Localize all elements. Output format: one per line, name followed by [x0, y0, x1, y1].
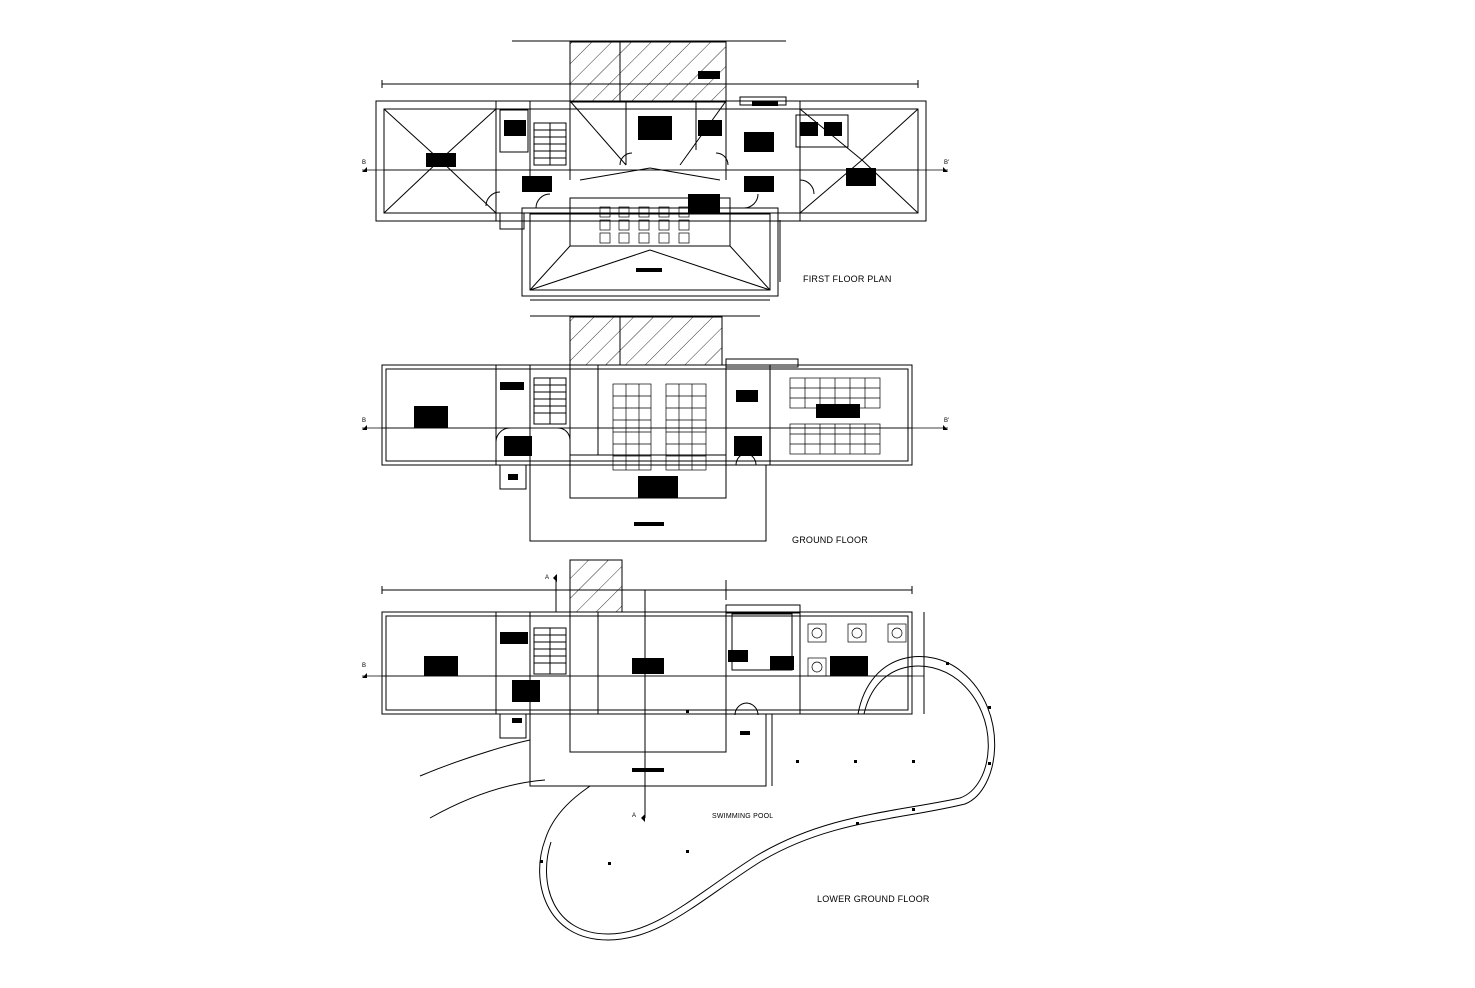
first-floor-plan [375, 40, 927, 301]
ground-floor-plan [381, 315, 913, 542]
section-lines [362, 169, 948, 677]
first-floor-hall [521, 207, 779, 297]
lower-ground-floor-label: LOWER GROUND FLOOR [817, 894, 930, 904]
swimming-pool-label: SWIMMING POOL [712, 813, 774, 820]
furniture-blocks [414, 71, 876, 772]
section-arrows [362, 167, 948, 822]
section-mark-start: B [362, 663, 367, 669]
stair-shaft-hatch [569, 559, 623, 613]
section-mark-end: B' [944, 418, 950, 424]
first-floor-plan-label: FIRST FLOOR PLAN [803, 274, 892, 284]
seating-grids [599, 206, 907, 677]
lower-ground-floor-plan [381, 559, 996, 941]
section-mark-end: B' [944, 160, 950, 166]
section-mark-start: B [362, 418, 367, 424]
section-mark-a: A [632, 813, 637, 819]
section-mark-a: A [545, 575, 550, 581]
pool-markers [540, 662, 991, 865]
ground-floor-label: GROUND FLOOR [792, 535, 868, 545]
stair-shaft-hatch [569, 316, 723, 366]
first-floor-outline [375, 100, 927, 222]
swimming-pool-outline [539, 656, 996, 941]
lower-ground-lobby [529, 713, 767, 787]
section-mark-start: B [362, 160, 367, 166]
